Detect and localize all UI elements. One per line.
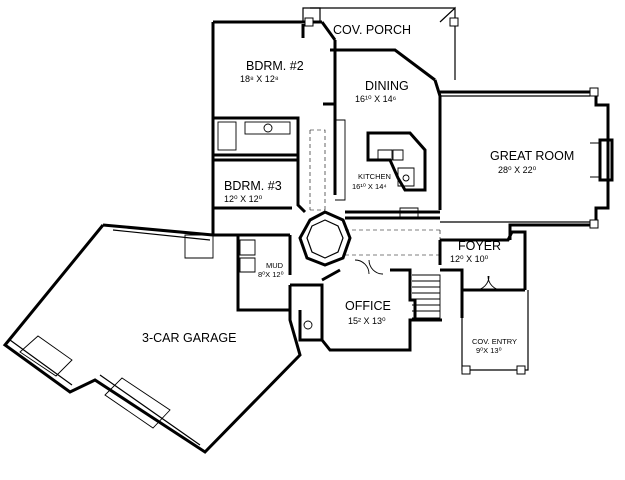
garage-door-2 — [104, 377, 171, 429]
cov-entry-dims: 9⁰X 13⁰ — [476, 346, 502, 355]
garage-storage — [184, 234, 214, 259]
cooktop — [397, 167, 415, 187]
garage-walls — [2, 223, 302, 454]
mud-label: MUD — [266, 261, 284, 270]
cov-porch-walls — [301, 24, 436, 82]
mud-dims: 8⁰X 12⁰ — [258, 270, 284, 279]
kitchen-west-counter — [335, 119, 346, 201]
fireplace — [598, 138, 614, 182]
fridge — [399, 207, 419, 219]
cov-entry-label: COV. ENTRY — [472, 337, 517, 346]
rotunda — [298, 210, 352, 267]
cov-entry-outline — [461, 290, 529, 371]
powder-toilet — [303, 320, 313, 330]
great-room-rail — [440, 95, 590, 223]
porch-post — [304, 17, 314, 27]
hallway-dashed — [309, 129, 441, 256]
bath-vanity — [244, 121, 291, 135]
bdrm3-walls — [213, 158, 307, 214]
foyer-label: FOYER — [458, 239, 501, 253]
porch-post — [449, 17, 459, 27]
stair — [412, 274, 441, 319]
great-room-post — [589, 219, 599, 229]
entry-post — [516, 365, 526, 375]
office-doors — [354, 259, 384, 275]
bdrm2-label: BDRM. #2 — [246, 59, 304, 73]
stair-rail — [412, 268, 464, 322]
cov-porch-label: COV. PORCH — [333, 23, 411, 37]
bath-walls — [211, 118, 300, 235]
dining-label: DINING — [365, 79, 409, 93]
bath-sink — [263, 123, 273, 133]
entry-post — [461, 365, 471, 375]
laundry — [239, 239, 256, 273]
bdrm3-label: BDRM. #3 — [224, 179, 282, 193]
kitchen-sink — [377, 149, 404, 161]
office-dims: 15² X 13⁰ — [348, 316, 386, 326]
kitchen-dims: 16¹⁰ X 14⁴ — [352, 182, 387, 191]
foyer-walls — [438, 230, 527, 292]
rotunda-inner — [306, 219, 344, 259]
foyer-dims: 12⁰ X 10⁰ — [450, 254, 489, 264]
kitchen-counter — [345, 210, 440, 220]
cooktop-burner — [402, 174, 410, 182]
bdrm2-walls — [211, 20, 337, 140]
great-room-label: GREAT ROOM — [490, 149, 574, 163]
great-room-post — [589, 87, 599, 97]
bdrm3-dims: 12⁰ X 12⁰ — [224, 194, 263, 204]
garage-inner — [9, 229, 211, 446]
bath-tub — [217, 121, 237, 151]
garage-door-1 — [19, 335, 73, 377]
kitchen-label: KITCHEN — [358, 172, 391, 181]
garage-label: 3-CAR GARAGE — [142, 331, 236, 345]
dining-dims: 16¹⁰ X 14⁶ — [355, 94, 397, 104]
great-room-dims: 28⁰ X 22⁰ — [498, 165, 537, 175]
fireplace-hearth — [590, 142, 601, 178]
office-label: OFFICE — [345, 299, 391, 313]
cov-porch-outline — [302, 6, 456, 80]
bdrm2-dims: 18⁸ X 12⁸ — [240, 74, 279, 84]
entry-door — [474, 275, 503, 291]
